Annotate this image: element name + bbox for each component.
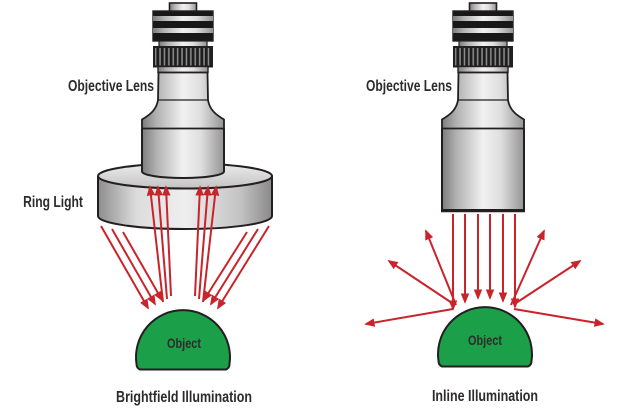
lens-top-left [141,2,225,130]
lens-barrel-left [141,128,225,179]
objective-lens-label-left: Objective Lens [67,78,155,95]
caption-brightfield: Brightfield Illumination [116,389,252,406]
ring-light-body-outline [97,176,273,230]
lens-top-right [441,2,525,130]
ring-light-body [98,176,272,229]
object-dome-left [135,309,231,371]
lens-barrel-right [441,128,525,211]
caption-inline: Inline Illumination [431,388,539,405]
objective-lens-illustration-left [141,2,225,179]
object-label-left: Object [167,335,201,351]
object-label-right: Object [468,332,502,348]
light-rays-brightfield [100,185,270,310]
objective-lens-illustration-right [441,2,525,213]
objective-lens-label-right: Objective Lens [365,78,453,95]
inline-diagram [364,2,605,368]
ring-light-label: Ring Light [23,194,83,211]
object-dome-right [437,306,533,368]
light-rays-inline [364,214,605,327]
brightfield-diagram [97,2,273,371]
